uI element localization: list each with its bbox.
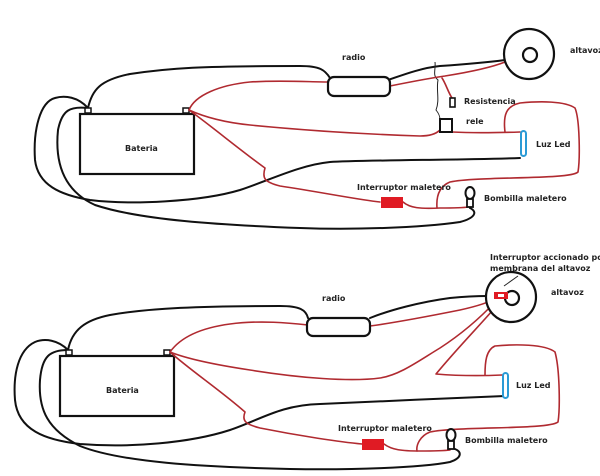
- battery-label: Bateria: [125, 144, 158, 153]
- wire-negative-battery-loop-outer: [33, 95, 521, 204]
- diagram-modified: Bateria radio altavoz Interruptor accion…: [13, 253, 600, 471]
- wire-positive-battery-switch: [169, 351, 363, 445]
- wire-negative-battery-loop-inner: [56, 106, 476, 230]
- wire-negative-battery-loop-outer: [13, 339, 506, 447]
- battery-terminal-negative: [65, 349, 73, 356]
- trunk-switch-label: Interruptor maletero: [338, 424, 432, 433]
- radio-body: [326, 75, 392, 98]
- trunk-bulb-label: Bombilla maletero: [465, 436, 548, 445]
- wire-positive-switch-bulb: [383, 443, 451, 452]
- wire-positive-relay-led: [451, 131, 521, 134]
- wire-positive-led-loop: [436, 101, 581, 209]
- trunk-bulb-label: Bombilla maletero: [484, 194, 567, 203]
- wire-negative-battery-loop-inner: [38, 349, 461, 471]
- wire-positive-battery-switch: [188, 109, 381, 203]
- trunk-bulb-glass: [464, 186, 476, 200]
- membrane-switch-pointer: [503, 275, 519, 287]
- battery-body: [78, 112, 196, 176]
- radio-label: radio: [322, 294, 346, 303]
- radio-body: [305, 316, 372, 338]
- wire-negative-radio-speaker: [387, 59, 506, 81]
- led-label: Luz Led: [536, 140, 571, 149]
- battery-label: Bateria: [106, 386, 139, 395]
- led-label: Luz Led: [516, 381, 551, 390]
- resistor-label: Resistencia: [464, 97, 516, 106]
- radio-label: radio: [342, 53, 366, 62]
- membrane-switch-label-line2: membrana del altavoz: [490, 264, 591, 273]
- trunk-switch: [381, 197, 403, 208]
- battery-body: [58, 354, 176, 418]
- wire-positive-led-loop: [416, 344, 561, 452]
- wire-positive-battery-relay: [188, 109, 441, 137]
- trunk-bulb-base: [466, 198, 474, 208]
- trunk-switch-label: Interruptor maletero: [357, 183, 451, 192]
- battery-terminal-negative: [84, 107, 92, 114]
- battery-terminal-positive: [182, 107, 190, 114]
- resistor: [449, 97, 456, 108]
- wire-positive-resistor: [441, 77, 453, 99]
- wire-negative-relay-branch: [434, 61, 441, 121]
- trunk-bulb-base: [447, 440, 455, 450]
- speaker-label: altavoz: [570, 46, 600, 55]
- wire-positive-membrane-led: [435, 303, 503, 377]
- wire-negative-battery-radio: [87, 65, 331, 109]
- led-light: [502, 372, 509, 399]
- wire-positive-battery-radio: [169, 321, 309, 353]
- relay: [439, 118, 453, 133]
- speaker-cone: [521, 46, 539, 64]
- battery-terminal-positive: [163, 349, 171, 356]
- membrane-switch-tip: [498, 294, 504, 297]
- speaker-label: altavoz: [551, 288, 584, 297]
- membrane-switch-label-line1: Interruptor accionado por la: [490, 253, 600, 262]
- wire-positive-battery-radio: [188, 80, 331, 111]
- trunk-switch: [362, 439, 384, 450]
- wire-positive-switch-bulb: [402, 201, 469, 210]
- wire-negative-radio-speaker: [369, 295, 489, 319]
- wire-negative-battery-radio: [67, 305, 309, 351]
- wire-positive-battery-led-via-membrane: [169, 301, 496, 381]
- wire-positive-radio-speaker: [389, 61, 506, 87]
- trunk-bulb-glass: [445, 428, 457, 442]
- relay-label: rele: [466, 117, 484, 126]
- led-light: [520, 130, 527, 157]
- diagram-original: Bateria radio altavoz Resistencia rele L…: [33, 27, 600, 230]
